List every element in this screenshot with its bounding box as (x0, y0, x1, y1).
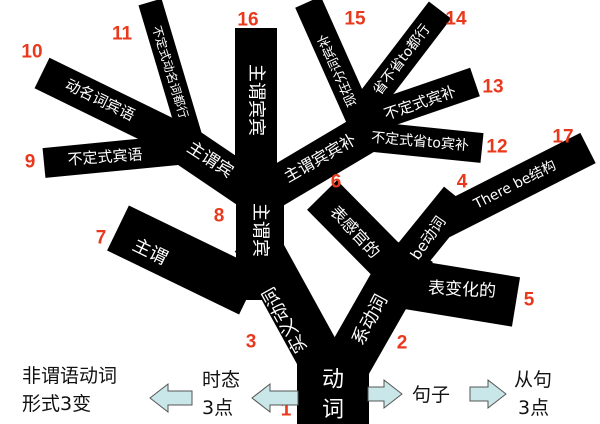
trunk-label: 词 (322, 398, 344, 423)
branch-b12 (353, 120, 484, 163)
tense-label-line2: 3点 (202, 397, 233, 419)
branch-label-b9: 不定式宾语 (67, 145, 143, 168)
branch-b10 (34, 57, 183, 154)
branch-left_fan (153, 115, 270, 212)
branch-b5 (395, 258, 521, 327)
branch-number: 12 (486, 137, 507, 158)
branch-number: 13 (482, 77, 503, 98)
branch-b9 (42, 135, 180, 178)
branch-number: 5 (524, 290, 535, 311)
branch-number: 4 (457, 172, 468, 193)
branch-b7 (107, 205, 261, 315)
branch-b11 (138, 0, 202, 140)
branch-b15 (295, 0, 378, 136)
branch-number: 8 (214, 206, 225, 227)
branch-number: 9 (25, 152, 36, 173)
branch-number: 17 (552, 127, 573, 148)
branch-number: 14 (445, 9, 467, 30)
arrow-left-icon (251, 382, 299, 414)
arrow-right-icon (367, 378, 403, 410)
branch-number: 11 (112, 24, 133, 45)
tense-label-line1: 时态 (202, 369, 240, 391)
branch-number: 15 (344, 9, 366, 30)
nonfinite-label-line1: 非谓语动词 (22, 365, 117, 387)
branch-number: 6 (331, 172, 342, 193)
branch-number: 1 (281, 400, 292, 421)
branch-b13 (365, 67, 480, 133)
branch-number: 16 (237, 10, 258, 31)
sentence-label: 句子 (412, 384, 450, 406)
branch-b14 (350, 1, 452, 121)
branch-number: 3 (246, 332, 257, 353)
arrow-left-icon (149, 382, 193, 414)
trunk-label: 动 (322, 368, 344, 393)
branch-number: 2 (397, 333, 408, 354)
clause-label-line1: 从句 (514, 369, 552, 391)
branch-b17 (434, 132, 596, 238)
branch-label-b5: 表变化的 (428, 278, 497, 302)
branch-number: 10 (21, 42, 42, 63)
arrow-right-icon (469, 378, 507, 410)
branch-label-b8: 主谓宾 (250, 203, 271, 257)
nonfinite-label-line2: 形式3变 (22, 393, 91, 415)
clause-label-line2: 3点 (518, 397, 549, 419)
branch-label-b16: 主谓宾宾 (246, 64, 267, 136)
branch-number: 7 (96, 228, 107, 249)
